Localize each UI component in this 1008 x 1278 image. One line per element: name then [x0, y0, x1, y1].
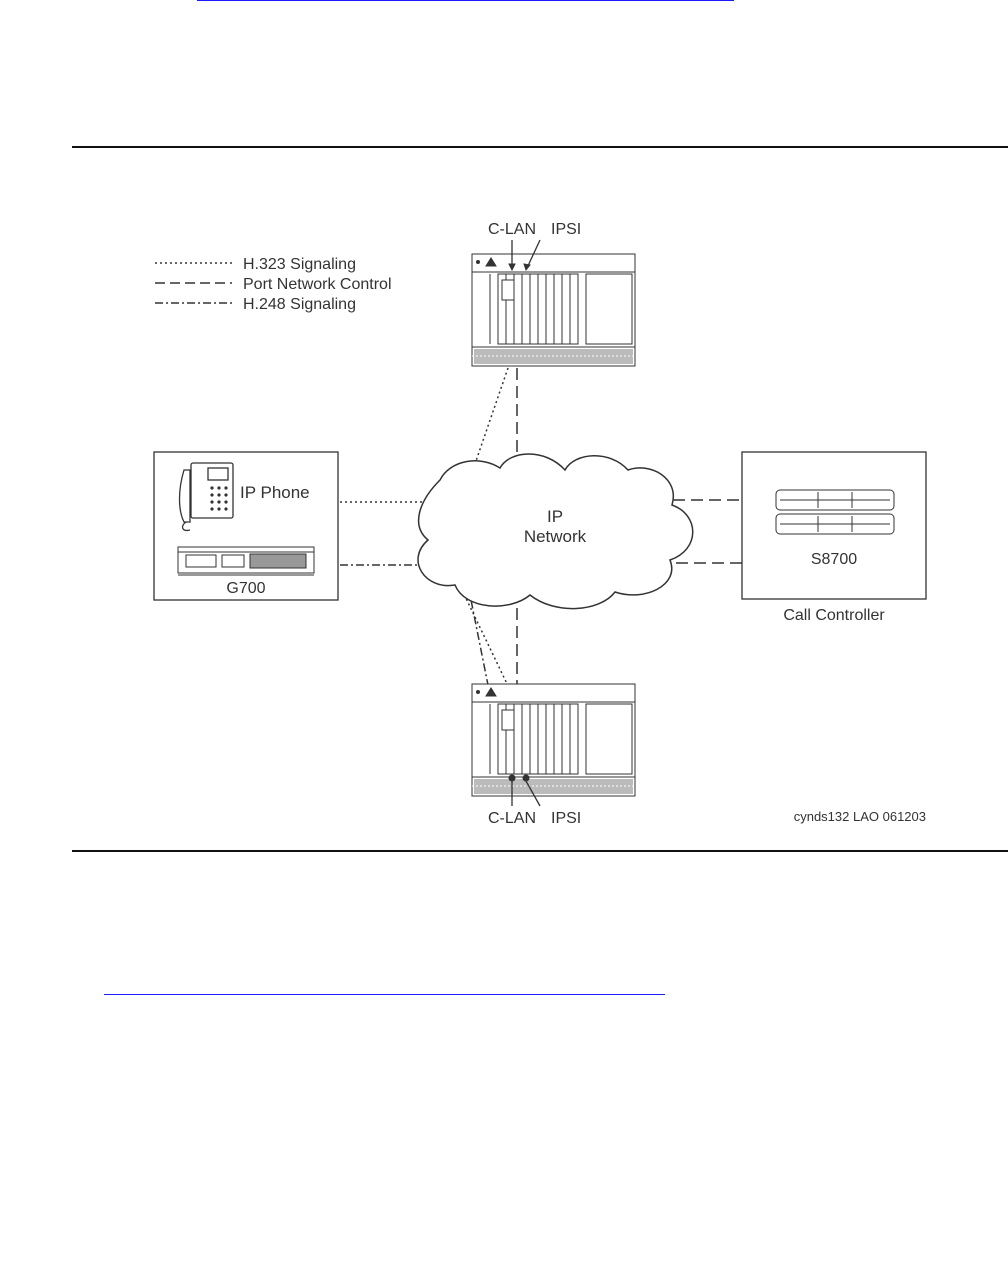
bottom-port-network-cabinet	[471, 683, 636, 807]
call-controller-box	[741, 451, 927, 600]
s8700-label: S8700	[811, 551, 857, 568]
top-port-network-cabinet	[471, 239, 636, 367]
top-rule	[72, 146, 1008, 148]
cloud-label-ip: IP	[547, 507, 563, 526]
ip-phone-label: IP Phone	[240, 483, 310, 502]
ip-network-cloud: IP Network	[417, 453, 694, 610]
left-endpoint-box	[153, 451, 339, 601]
legend: H.323 Signaling Port Network Control H.2…	[155, 256, 392, 313]
bottom-link[interactable]	[104, 994, 665, 995]
bottom-clan-label: C-LAN	[488, 810, 536, 827]
top-ipsi-label: IPSI	[551, 221, 581, 238]
top-link[interactable]	[197, 0, 734, 1]
legend-h323-label: H.323 Signaling	[243, 256, 356, 273]
g700-label: G700	[226, 580, 265, 597]
figure-id: cynds132 LAO 061203	[794, 809, 926, 824]
top-clan-label: C-LAN	[488, 221, 536, 238]
bottom-rule	[72, 850, 1008, 852]
cloud-label-network: Network	[524, 527, 587, 546]
bottom-ipsi-label: IPSI	[551, 810, 581, 827]
legend-h248-label: H.248 Signaling	[243, 296, 356, 313]
call-controller-label: Call Controller	[783, 607, 885, 624]
g700-gateway-icon	[177, 546, 315, 576]
s8700-server-icon	[775, 489, 895, 535]
legend-pnc-label: Port Network Control	[243, 276, 392, 293]
ip-phone-icon	[178, 462, 234, 532]
